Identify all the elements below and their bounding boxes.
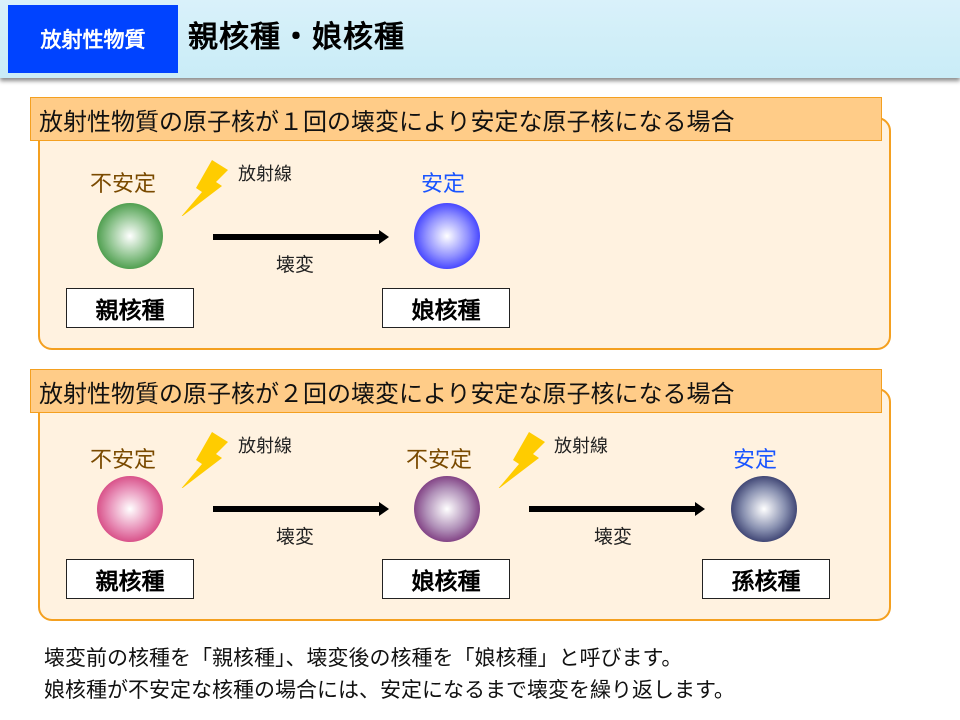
daughter-nucleus-sphere xyxy=(414,476,480,542)
parent-nucleus-sphere xyxy=(97,476,163,542)
panel-one-title: 放射性物質の原子核が１回の壊変により安定な原子核になる場合 xyxy=(30,97,882,141)
explanation-text: 壊変前の核種を「親核種」、壊変後の核種を「娘核種」と呼びます。 娘核種が不安定な… xyxy=(44,642,735,706)
granddaughter-nuclide-label: 孫核種 xyxy=(702,559,830,599)
parent-state-label: 不安定 xyxy=(90,172,157,197)
explanation-line-1: 壊変前の核種を「親核種」、壊変後の核種を「娘核種」と呼びます。 xyxy=(44,646,683,670)
granddaughter-state-label: 安定 xyxy=(733,448,778,473)
radiation-label: 放射線 xyxy=(554,436,608,457)
slide-header: 放射性物質 親核種・娘核種 xyxy=(0,0,960,78)
radiation-label: 放射線 xyxy=(238,436,292,457)
parent-nuclide-label: 親核種 xyxy=(66,559,194,599)
lightning-bolt-icon xyxy=(181,432,228,488)
decay-label: 壊変 xyxy=(276,526,315,548)
daughter-state-label: 安定 xyxy=(421,172,466,197)
decay-label: 壊変 xyxy=(276,254,315,276)
lightning-bolt-icon xyxy=(498,432,545,488)
daughter-state-label: 不安定 xyxy=(406,448,473,473)
daughter-nucleus-sphere xyxy=(414,203,480,269)
decay-label: 壊変 xyxy=(594,526,633,548)
daughter-nuclide-label: 娘核種 xyxy=(382,288,510,328)
daughter-nuclide-label: 娘核種 xyxy=(382,559,510,599)
parent-nuclide-label: 親核種 xyxy=(66,288,194,328)
category-tag: 放射性物質 xyxy=(8,5,178,73)
lightning-bolt-icon xyxy=(181,160,228,216)
page-title: 親核種・娘核種 xyxy=(188,20,405,55)
explanation-line-2: 娘核種が不安定な核種の場合には、安定になるまで壊変を繰り返します。 xyxy=(44,678,735,702)
decay-arrow-1 xyxy=(213,502,389,516)
parent-nucleus-sphere xyxy=(97,203,163,269)
panel-two-title: 放射性物質の原子核が２回の壊変により安定な原子核になる場合 xyxy=(30,369,882,413)
decay-arrow xyxy=(213,230,389,244)
decay-arrow-2 xyxy=(529,502,705,516)
radiation-label: 放射線 xyxy=(238,164,292,185)
parent-state-label: 不安定 xyxy=(90,448,157,473)
granddaughter-nucleus-sphere xyxy=(731,476,797,542)
